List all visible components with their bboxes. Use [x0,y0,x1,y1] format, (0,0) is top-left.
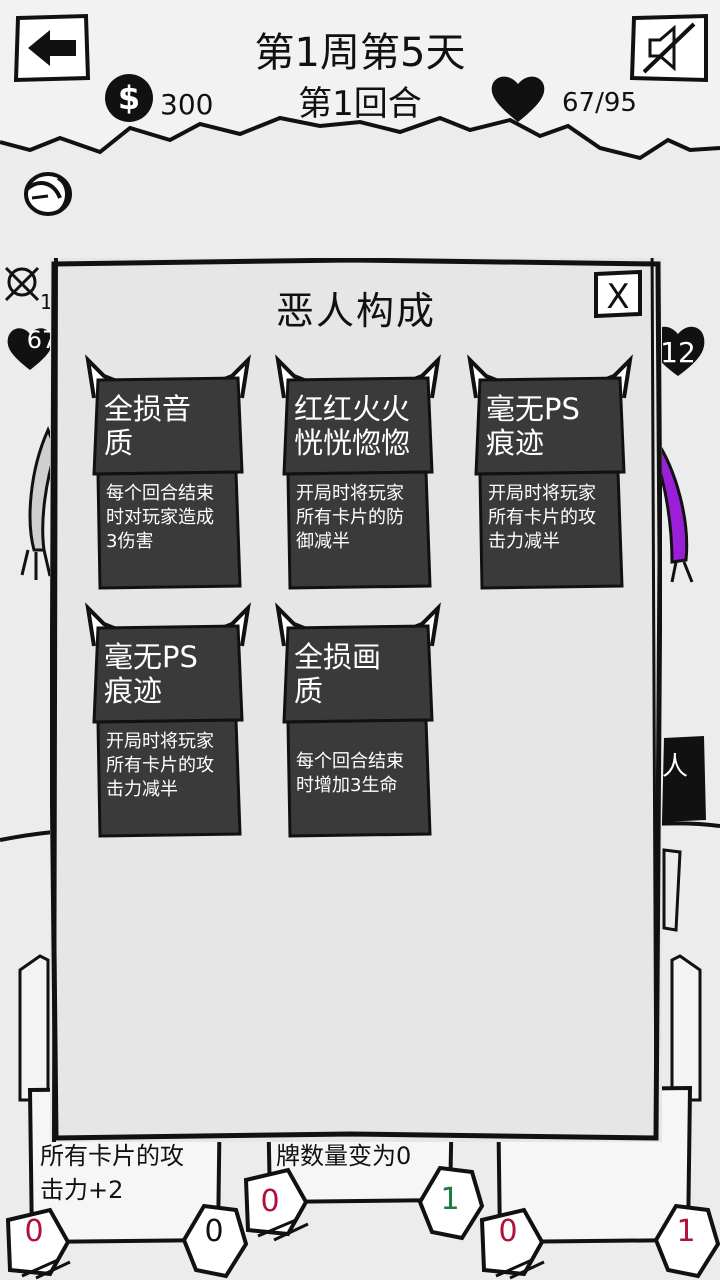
close-button[interactable]: X [590,268,646,320]
hand-card-1-cost: 0 [24,1214,44,1249]
hand-card-1-line2[interactable]: 击力+2 [40,1176,124,1204]
right-enemy-heart-icon [651,326,705,376]
trait-card[interactable]: 红红火火恍恍惚惚 开局时将玩家所有卡片的防御减半 [272,354,444,594]
sound-muted-icon [629,13,708,83]
trait-card[interactable]: 全损画质 每个回合结束时增加3生命 [272,602,444,842]
coin-count: 300 [160,88,214,121]
hand-card-3-cost: 0 [498,1214,518,1249]
right-enemy-hp: 12 [660,336,696,369]
header-paper-edge [0,0,720,161]
sound-toggle-button[interactable] [628,12,710,84]
close-icon: X [594,269,642,319]
hand-card-1-value: 0 [204,1214,224,1249]
hand-card-3-value: 1 [676,1214,696,1249]
deck-label-top[interactable]: 人 [662,752,689,782]
enemy-skull-icon [4,266,40,302]
svg-text:X: X [606,277,629,317]
deck-label-bottom[interactable]: 库 [664,792,691,822]
svg-text:$: $ [118,79,140,117]
round-label: 第1回合 [298,84,422,124]
modal-title: 恶人构成 [275,289,436,333]
helmet-icon[interactable] [18,168,76,220]
dollar-coin-icon: $ [105,74,153,122]
hand-card-1-line1[interactable]: 所有卡片的攻 [40,1142,184,1170]
left-enemy-stat: 1 [40,290,53,314]
left-enemy-heart-icon [7,328,53,370]
day-title: 第1周第5天 [254,30,466,76]
hand-card-2-value: 1 [440,1182,460,1217]
hand-card-2-cost: 0 [260,1184,280,1219]
hand-card-2-line1[interactable]: 牌数量变为0 [276,1142,412,1170]
back-button[interactable] [12,12,92,84]
player-hp: 67/95 [562,88,637,118]
heart-icon [491,76,545,122]
back-arrow-icon [13,13,91,83]
